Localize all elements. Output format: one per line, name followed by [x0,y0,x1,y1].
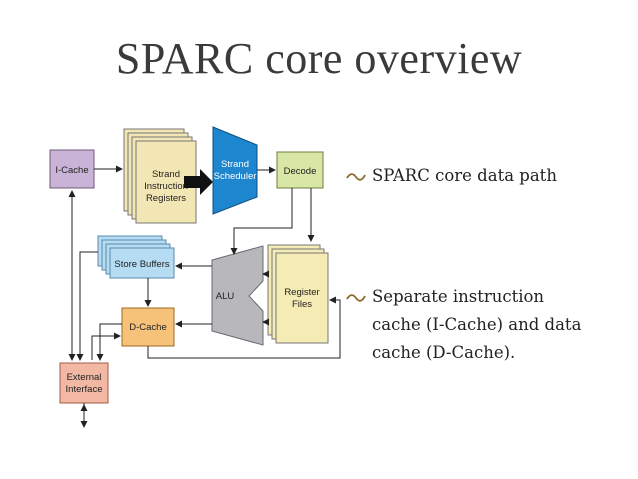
alu-label: ALU [216,291,235,302]
external-label-1: External [67,372,102,383]
strand-scheduler-block: Strand Scheduler [212,126,258,215]
slide-title: SPARC core overview [115,34,523,83]
scheduler-label-2: Scheduler [214,171,257,182]
icache-block: I-Cache [49,149,95,189]
strand-registers-label-2: Instruction [144,181,188,192]
external-interface-block: External Interface [59,362,109,404]
connections [68,165,341,428]
bullet-item-2: Separate instruction cache (I-Cache) and… [346,283,596,367]
bullet-swirl-icon [346,173,366,181]
fat-arrow [184,169,213,195]
alu-block: ALU [211,245,264,346]
bullet-swirl-icon [346,294,366,302]
register-files-label-1: Register [284,287,319,298]
strand-registers-label-3: Registers [146,193,186,204]
strand-registers-label-1: Strand [152,169,180,180]
register-files-label-2: Files [292,299,312,310]
strand-registers-block: Strand Instruction Registers [123,128,197,224]
bullet-text-2: Separate instruction cache (I-Cache) and… [372,287,582,362]
store-buffers-block: Store Buffers [97,235,175,279]
dcache-label: D-Cache [129,322,167,333]
dcache-block: D-Cache [121,307,175,347]
bullet-text-1: SPARC core data path [372,166,557,185]
icache-label: I-Cache [55,165,88,176]
bullet-item-1: SPARC core data path [346,162,586,190]
store-buffers-label: Store Buffers [114,259,170,270]
register-files-block: Register Files [267,244,329,344]
decode-block: Decode [276,151,324,189]
decode-label: Decode [284,166,317,177]
external-label-2: Interface [66,384,103,395]
scheduler-label-1: Strand [221,159,249,170]
